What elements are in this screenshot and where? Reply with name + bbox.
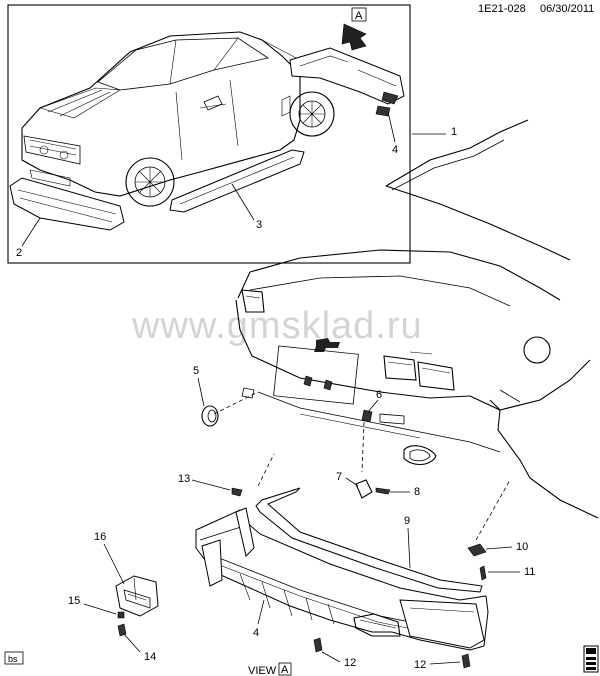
- leader-4-bottom: [257, 599, 265, 625]
- callout-4-top: 4: [392, 144, 398, 156]
- callout-2: 2: [16, 247, 22, 259]
- callout-12-right: 12: [414, 659, 426, 671]
- centerline-7: [361, 421, 365, 473]
- centerline-5: [213, 391, 259, 415]
- callout-12-left: 12: [344, 657, 356, 669]
- callout-7: 7: [336, 471, 342, 483]
- leader-15: [83, 603, 117, 615]
- grommet-part-5: [201, 405, 219, 427]
- diagram-id: 1E21-028: [478, 3, 526, 15]
- centerline-13: [257, 453, 275, 487]
- parts-binder-icon: [583, 645, 599, 673]
- inset-frame: [7, 4, 411, 264]
- leader-4-top: [387, 111, 396, 143]
- view-a-marker-letter: A: [355, 10, 363, 22]
- screw-part-8: [375, 487, 391, 495]
- rocker-panel: [169, 149, 305, 213]
- view-caption: VIEW: [248, 665, 277, 676]
- leader-9: [407, 527, 411, 569]
- view-caption-box: [278, 662, 292, 676]
- fastener-part-14: [117, 623, 127, 637]
- callout-11: 11: [524, 566, 535, 578]
- view-caption-letter: A: [281, 664, 289, 676]
- front-air-dam: [9, 177, 125, 231]
- leader-16: [103, 543, 125, 585]
- leader-3: [231, 183, 255, 221]
- callout-8: 8: [414, 486, 420, 498]
- housing-part-16: [115, 575, 159, 617]
- rear-lower-spoiler-part-4: [195, 507, 489, 651]
- callout-15: 15: [68, 595, 80, 607]
- fastener-part-12-right: [461, 653, 471, 669]
- leader-2: [21, 217, 41, 247]
- callout-5: 5: [193, 365, 199, 377]
- fastener-part-15: [117, 611, 125, 619]
- rear-spoiler-inset: [289, 47, 405, 117]
- view-a-arrow: A: [341, 7, 367, 51]
- callout-9: 9: [404, 515, 410, 527]
- leader-13: [191, 479, 231, 491]
- leader-10: [485, 546, 513, 550]
- trim-strip-part-9: [255, 487, 483, 593]
- leader-5: [197, 377, 205, 407]
- screw-part-11: [479, 565, 487, 581]
- callout-13: 13: [178, 473, 190, 485]
- leader-12-left: [321, 651, 341, 663]
- leader-7: [345, 477, 359, 487]
- callout-6: 6: [376, 389, 382, 401]
- leader-14: [123, 633, 141, 653]
- bracket-part-10: [467, 543, 487, 557]
- car-illustration: [21, 31, 336, 207]
- callout-16: 16: [94, 531, 106, 543]
- callout-4-bottom: 4: [253, 627, 259, 639]
- bs-badge: bs: [8, 654, 18, 664]
- clip-part-13: [231, 487, 243, 497]
- watermark: www.gmsklad.ru: [131, 305, 423, 347]
- callout-3: 3: [256, 219, 262, 231]
- callout-1: 1: [451, 126, 457, 138]
- clip-part-6: [361, 409, 373, 423]
- diagram-date: 06/30/2011: [540, 3, 594, 15]
- car-rear-view: [235, 119, 599, 519]
- leader-6: [367, 399, 379, 413]
- bracket-part-7: [355, 479, 373, 499]
- fastener-part-12-left: [313, 637, 323, 653]
- centerline-10: [475, 479, 511, 541]
- callout-14: 14: [144, 651, 156, 663]
- callout-10: 10: [516, 541, 528, 553]
- bs-badge-box: [4, 651, 24, 665]
- leader-12-right: [429, 661, 461, 665]
